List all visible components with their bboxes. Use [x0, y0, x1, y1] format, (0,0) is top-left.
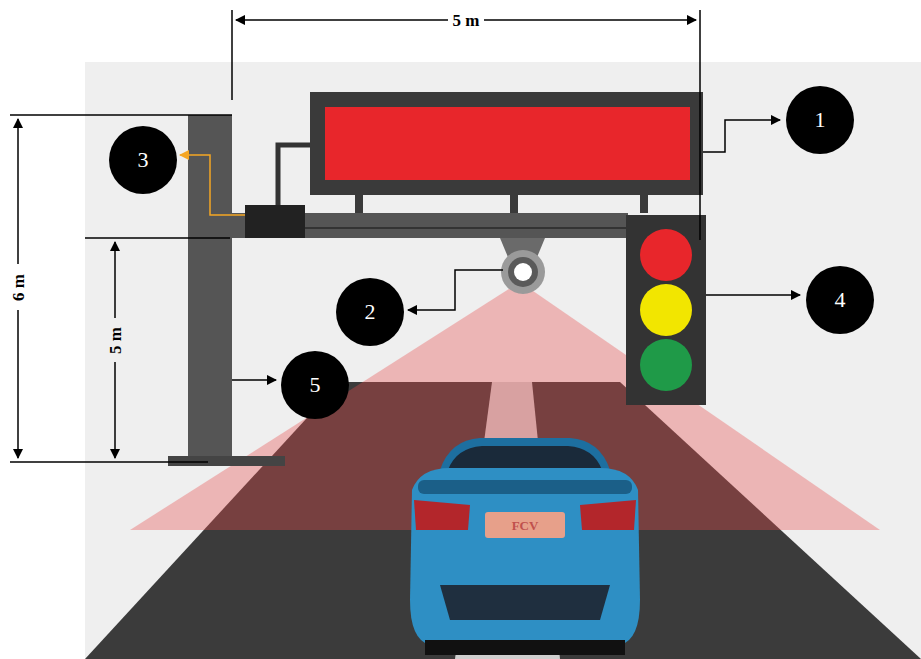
dimension-label: 6 m [8, 271, 27, 304]
callout-number: 5 [310, 374, 321, 396]
callout-number: 1 [815, 109, 826, 131]
traffic-light [626, 215, 706, 405]
leader-lines [232, 120, 800, 380]
display-board [310, 92, 703, 195]
callout-circle: 5 [281, 351, 349, 419]
car [410, 438, 640, 655]
cable [278, 145, 310, 205]
camera-beam [130, 282, 880, 530]
callout-number: 4 [835, 289, 846, 311]
callout-circle: 1 [786, 86, 854, 154]
camera [501, 250, 545, 294]
callout-number: 2 [365, 301, 376, 323]
callout-circle: 2 [336, 278, 404, 346]
plate-text: FCV [509, 518, 542, 533]
background-panel [85, 62, 921, 659]
callout-circle: 3 [109, 126, 177, 194]
callout-circle: 4 [806, 266, 874, 334]
pole-base [168, 456, 285, 466]
leader-line [180, 155, 245, 215]
dimension-lines [10, 10, 700, 462]
dimension-label: 5 m [105, 324, 124, 357]
controller-box [245, 205, 305, 238]
dimension-label: 5 m [450, 11, 483, 30]
callout-number: 3 [138, 149, 149, 171]
display-screen [325, 107, 690, 180]
